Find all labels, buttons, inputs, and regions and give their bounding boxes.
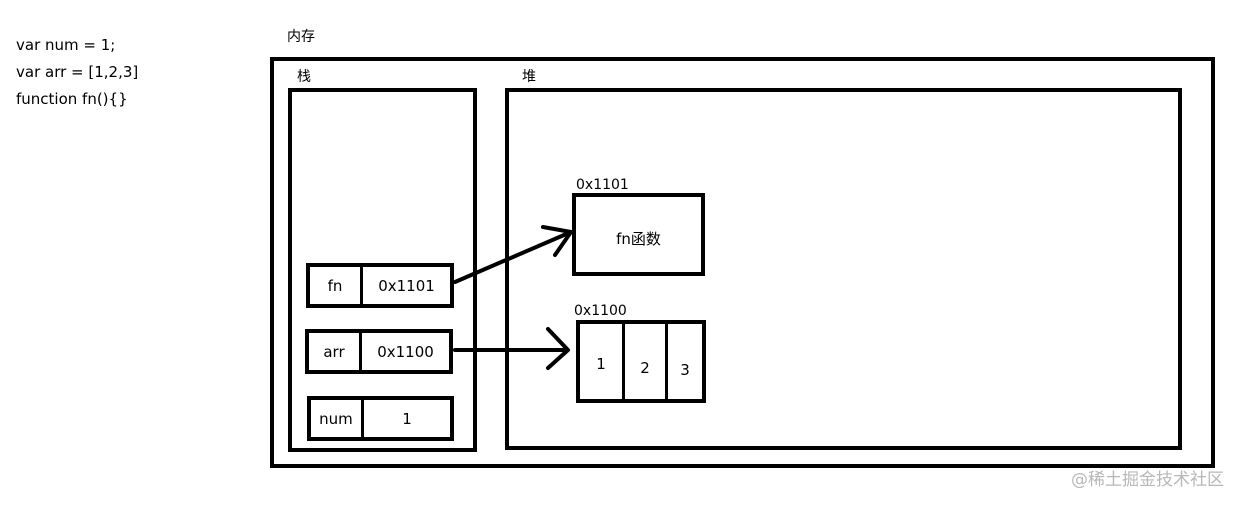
stack-box xyxy=(288,88,477,452)
heap-arr-item-2: 2 xyxy=(640,359,650,377)
arrow-fn-to-heap xyxy=(453,230,573,284)
heap-arr-object xyxy=(576,320,706,403)
stack-row-num-divider xyxy=(361,396,364,441)
watermark: @稀土掘金技术社区 xyxy=(1071,470,1224,490)
stack-row-arr-name: arr xyxy=(323,342,345,361)
arrow-arr-head xyxy=(546,327,570,370)
heap-fn-object xyxy=(572,193,705,276)
stack-row-num xyxy=(307,396,454,441)
code-line-num: var num = 1; xyxy=(16,36,116,54)
stack-row-fn-name: fn xyxy=(327,276,343,295)
stack-label: 栈 xyxy=(297,69,311,85)
stack-row-arr-divider xyxy=(359,329,362,374)
heap-arr-item-3: 3 xyxy=(680,361,690,379)
heap-fn-address: 0x1101 xyxy=(576,177,629,193)
memory-box xyxy=(270,57,1215,468)
code-line-fn: function fn(){} xyxy=(16,90,128,108)
stack-row-fn xyxy=(306,263,454,308)
stack-row-fn-value: 0x1101 xyxy=(378,276,435,295)
arrow-fn-head xyxy=(541,225,573,257)
code-line-arr: var arr = [1,2,3] xyxy=(16,63,139,81)
stack-row-arr xyxy=(305,329,453,374)
stack-row-fn-divider xyxy=(360,263,363,308)
heap-arr-item-1: 1 xyxy=(596,355,606,373)
heap-arr-address: 0x1100 xyxy=(574,303,627,319)
stack-row-num-value: 1 xyxy=(402,409,412,428)
heap-label: 堆 xyxy=(522,69,536,85)
stack-row-arr-value: 0x1100 xyxy=(377,342,434,361)
heap-arr-divider-2 xyxy=(665,320,668,403)
heap-box xyxy=(505,88,1182,450)
heap-arr-divider-1 xyxy=(622,320,625,403)
heap-fn-content: fn函数 xyxy=(616,229,661,248)
stack-row-num-name: num xyxy=(319,409,353,428)
memory-label: 内存 xyxy=(287,29,315,45)
